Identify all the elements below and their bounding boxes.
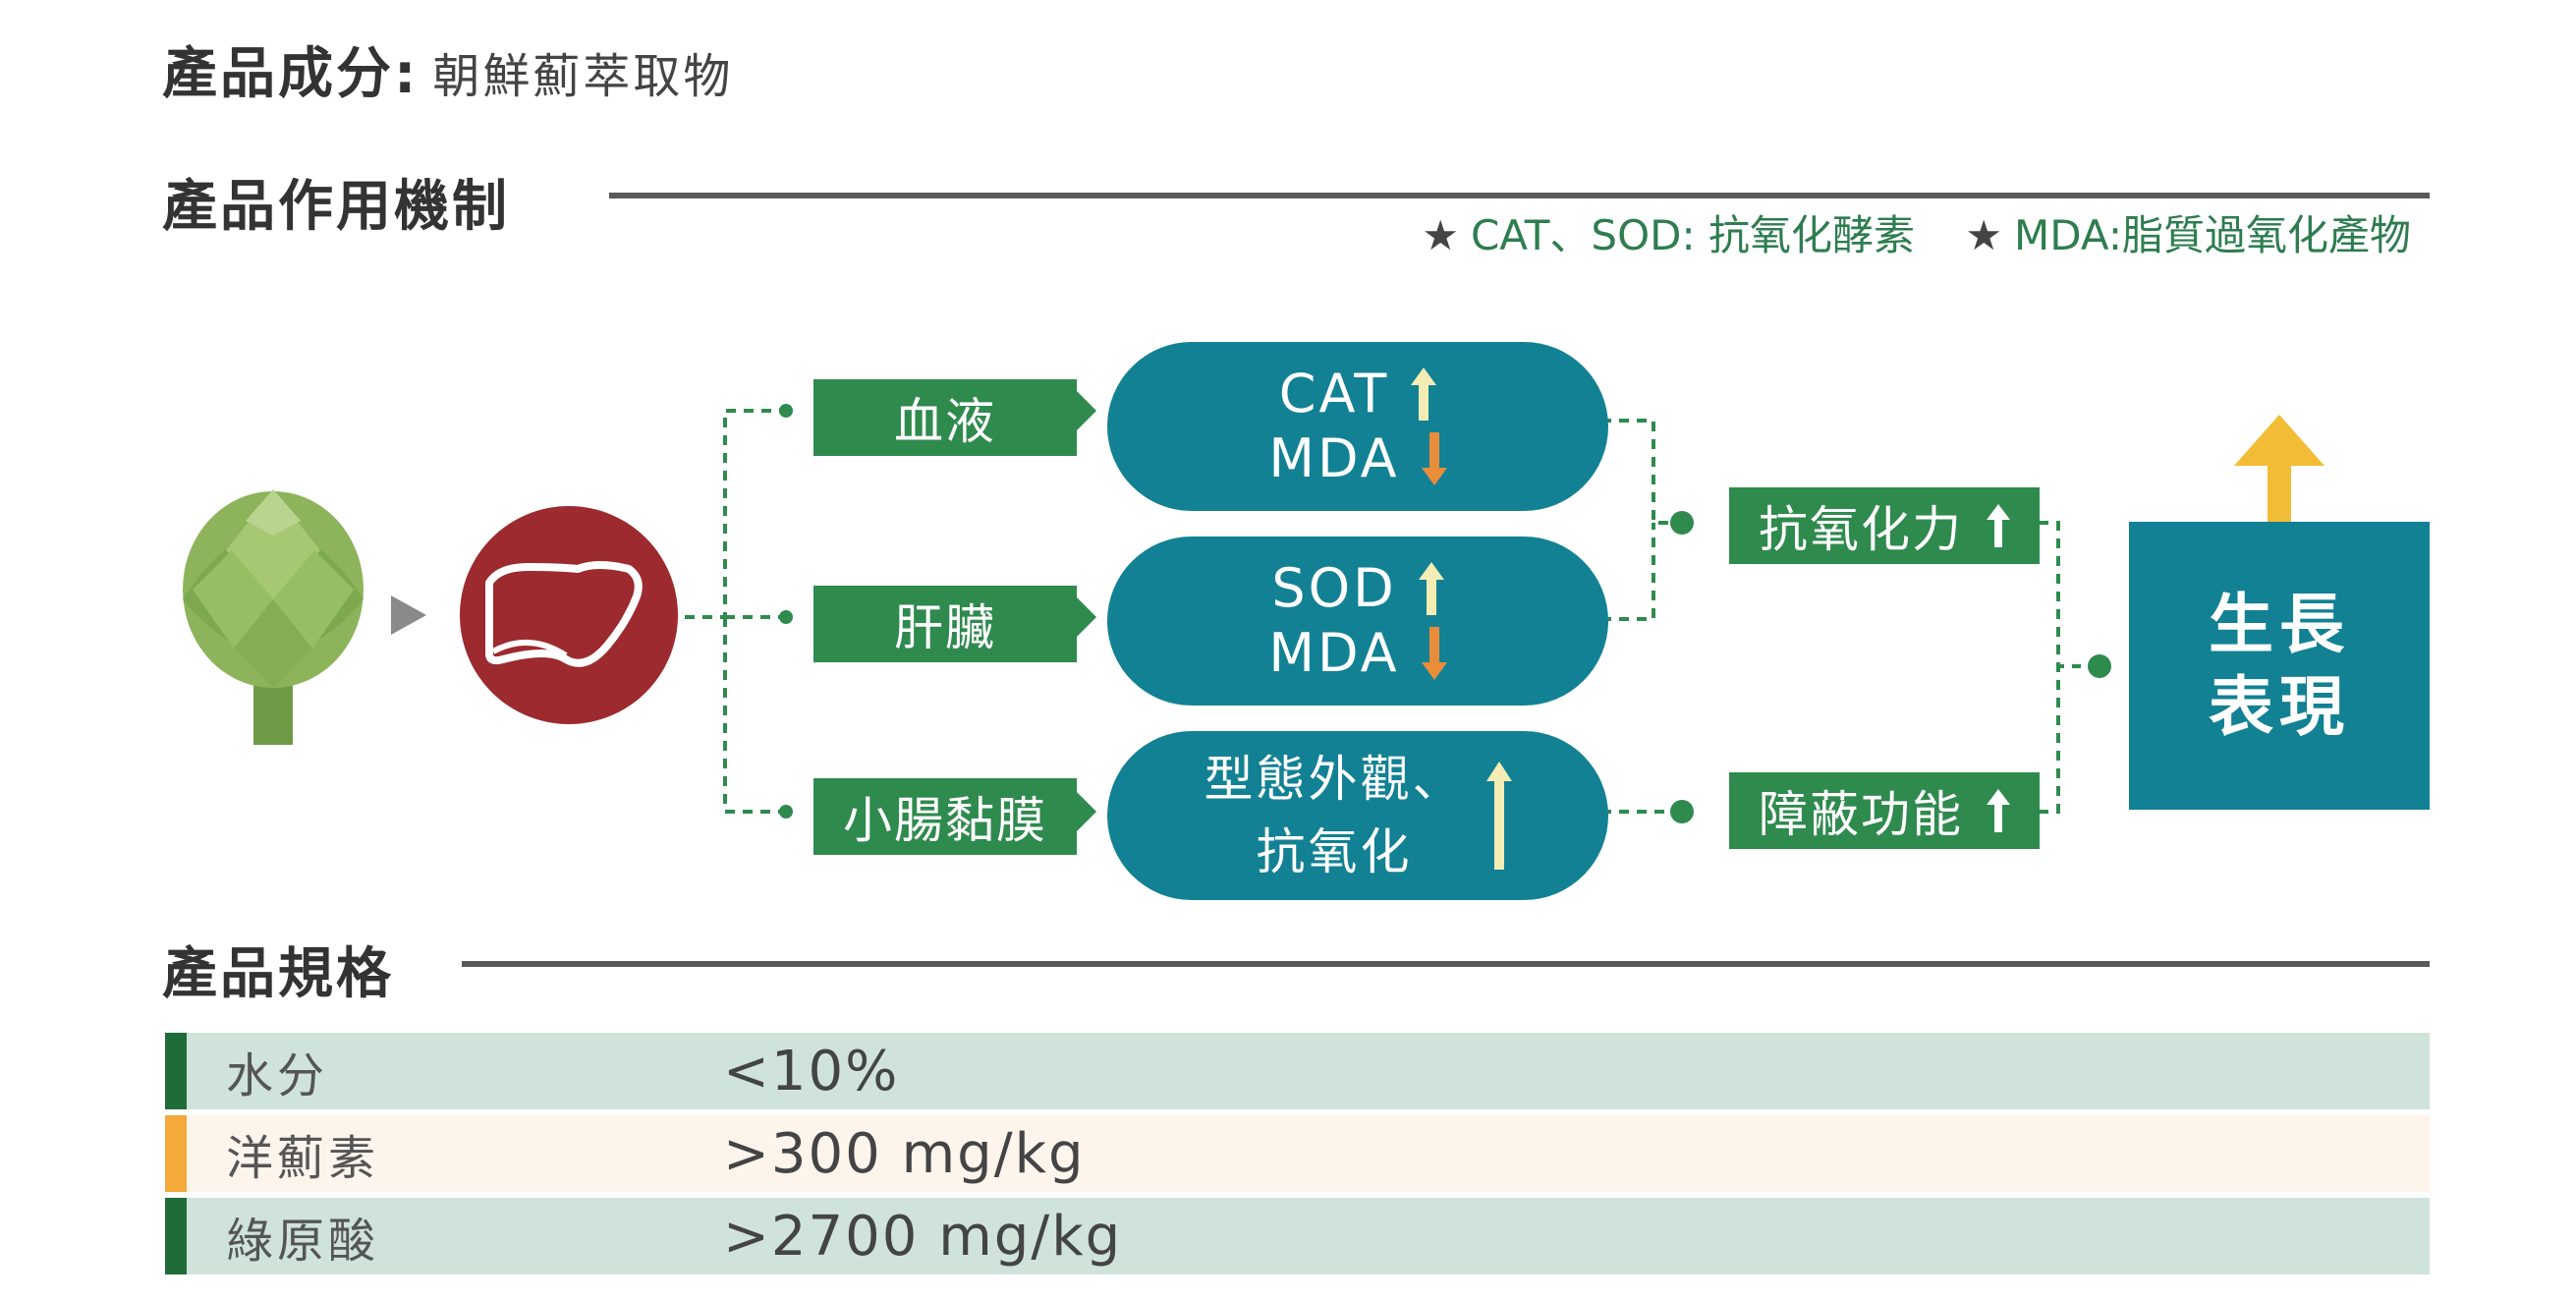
legend-notes: ★CAT、SOD: 抗氧化酵素 ★MDA:脂質過氧化產物 — [1384, 202, 2411, 262]
arrow-up-icon — [1418, 562, 1444, 615]
mechanism-connectors — [183, 391, 2324, 831]
arrow-down-icon — [1421, 627, 1447, 680]
marker-sod: SOD — [1271, 557, 1397, 619]
marker-cat: CAT — [1278, 363, 1390, 424]
note-mda: ★MDA:脂質過氧化產物 — [1965, 211, 2411, 259]
spec-row-cynarin: 洋薊素 >300 mg/kg — [165, 1115, 2430, 1192]
spec-row-accent — [165, 1198, 187, 1274]
spec-table: 水分 <10% 洋薊素 >300 mg/kg 綠原酸 >2700 mg/kg — [165, 1033, 2430, 1280]
star-icon: ★ — [1965, 211, 2003, 259]
liver-icon — [485, 561, 643, 667]
spec-value: >300 mg/kg — [723, 1121, 1086, 1186]
arrow-up-icon — [1987, 504, 2010, 547]
mechanism-rule — [609, 193, 2430, 198]
specs-rule — [462, 961, 2430, 967]
connector-dot — [779, 805, 793, 819]
note-enzymes: ★CAT、SOD: 抗氧化酵素 — [1422, 211, 1915, 259]
note-mda-text: MDA:脂質過氧化產物 — [2014, 211, 2411, 259]
pointer-icon — [1077, 391, 1096, 430]
outcome-barrier-label: 障蔽功能 — [1759, 786, 1963, 843]
growth-performance-box: 生長 表現 — [2129, 522, 2430, 810]
arrow-down-icon — [1421, 432, 1447, 485]
note-enzymes-text: CAT、SOD: 抗氧化酵素 — [1470, 211, 1915, 259]
arrow-up-icon — [1987, 789, 2010, 832]
target-intestinal-mucosa: 小腸黏膜 — [813, 778, 1077, 855]
connector-dot — [1670, 511, 1694, 535]
marker-antioxidant: 抗氧化 — [1256, 823, 1413, 880]
outcome-antioxidant: 抗氧化力 — [1729, 487, 2040, 564]
pointer-icon — [1077, 597, 1096, 637]
growth-arrow-icon — [2234, 415, 2324, 523]
spec-row-accent — [165, 1115, 187, 1192]
target-blood: 血液 — [813, 379, 1077, 456]
artichoke-icon — [183, 489, 364, 745]
ingredient-line: 產品成分:朝鮮薊萃取物 — [162, 29, 733, 109]
connector-dot — [1670, 800, 1694, 823]
connector-dot — [779, 610, 793, 624]
ingredient-value: 朝鮮薊萃取物 — [432, 49, 734, 104]
arrow-up-icon — [1411, 368, 1437, 421]
arrow-up-long-icon — [1485, 762, 1512, 870]
marker-pill-mucosa: 型態外觀、 抗氧化 — [1107, 731, 1608, 900]
marker-mda: MDA — [1268, 427, 1400, 489]
marker-mda: MDA — [1268, 622, 1400, 684]
mechanism-title: 產品作用機制 — [162, 175, 510, 239]
spec-row-moisture: 水分 <10% — [165, 1033, 2430, 1109]
specs-title: 產品規格 — [162, 942, 394, 1006]
spec-row-chlorogenic-acid: 綠原酸 >2700 mg/kg — [165, 1198, 2430, 1274]
growth-line-2: 表現 — [2209, 668, 2350, 745]
marker-pill-blood: CAT MDA — [1107, 342, 1608, 511]
marker-pill-liver: SOD MDA — [1107, 537, 1608, 706]
spec-key: 水分 — [226, 1048, 329, 1103]
spec-key: 洋薊素 — [226, 1131, 380, 1186]
connector-dot — [779, 404, 793, 418]
liver-circle — [460, 506, 678, 724]
marker-morphology: 型態外觀、 — [1204, 751, 1465, 808]
growth-line-1: 生長 — [2209, 586, 2350, 662]
connector-dot — [2088, 654, 2111, 678]
ingredient-label: 產品成分: — [162, 42, 420, 106]
spec-row-accent — [165, 1033, 187, 1109]
flow-arrow-icon — [391, 595, 426, 635]
outcome-barrier: 障蔽功能 — [1729, 772, 2040, 849]
spec-value: <10% — [723, 1039, 900, 1103]
target-liver: 肝臟 — [813, 586, 1077, 662]
star-icon: ★ — [1422, 211, 1459, 259]
spec-value: >2700 mg/kg — [723, 1204, 1123, 1269]
spec-key: 綠原酸 — [226, 1214, 380, 1269]
pointer-icon — [1077, 792, 1096, 831]
outcome-antioxidant-label: 抗氧化力 — [1759, 501, 1963, 558]
